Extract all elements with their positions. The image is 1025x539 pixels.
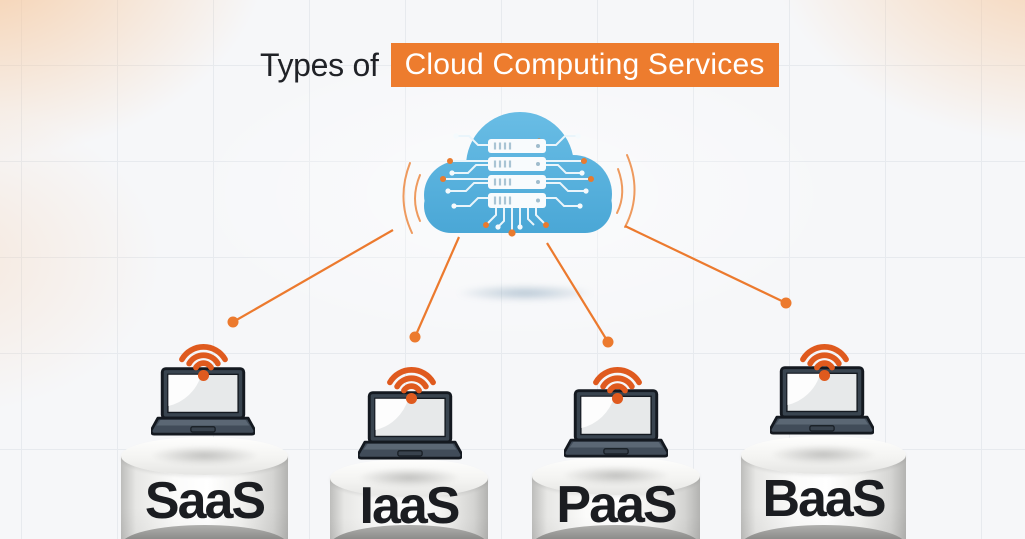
- pedestal-bottom-rim: [121, 525, 288, 539]
- pedestal-top: [121, 437, 288, 475]
- pedestal-top: [741, 436, 906, 474]
- wifi-icon: [387, 367, 436, 405]
- cloud-server-icon: [402, 112, 636, 237]
- pedestal-top: [532, 457, 700, 495]
- connector-line: [232, 225, 787, 343]
- page-title: Types of Cloud Computing Services: [260, 40, 779, 90]
- pedestal: BaaS: [741, 436, 906, 539]
- connector-dot: [227, 297, 792, 348]
- pedestal: SaaS: [121, 437, 288, 539]
- service-label: PaaS: [556, 476, 677, 534]
- service-label: SaaS: [144, 472, 266, 530]
- circuit-traces: [446, 135, 588, 231]
- title-highlight: Cloud Computing Services: [390, 43, 779, 87]
- server-rack-icon: [488, 139, 546, 208]
- wifi-icon: [593, 367, 642, 405]
- wifi-icon: [179, 344, 228, 382]
- pedestal-top: [330, 459, 488, 497]
- laptop-icon: [358, 391, 462, 460]
- wifi-icon: [800, 344, 849, 382]
- pedestal-bottom-rim: [532, 525, 700, 539]
- pedestal: PaaS: [532, 457, 700, 539]
- laptop-icon: [564, 389, 668, 458]
- cloud-shadow: [444, 283, 606, 303]
- signal-waves: [402, 154, 636, 234]
- pedestal: IaaS: [330, 459, 488, 539]
- service-label: BaaS: [762, 470, 886, 528]
- title-prefix: Types of: [260, 46, 379, 83]
- laptop-icon: [770, 366, 874, 435]
- pedestal-bottom-rim: [330, 525, 488, 539]
- service-label: IaaS: [359, 477, 461, 535]
- pedestal-bottom-rim: [741, 525, 906, 539]
